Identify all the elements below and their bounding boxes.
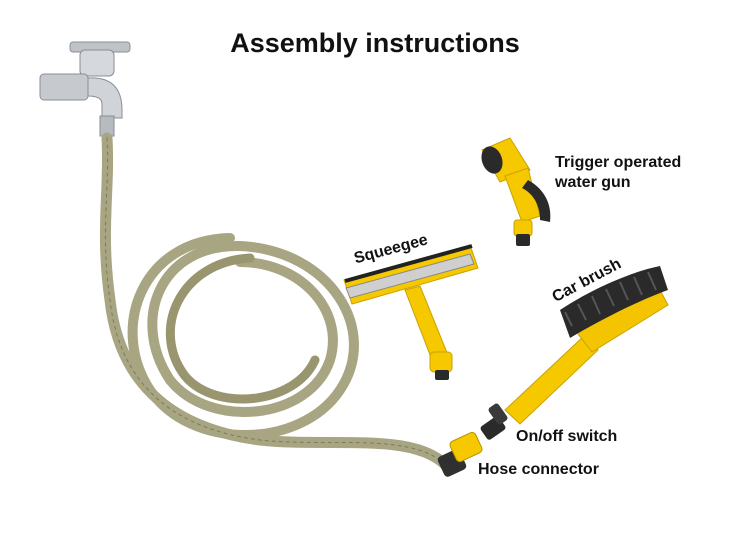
page-title: Assembly instructions <box>230 28 520 58</box>
hose-connector-icon <box>437 431 483 477</box>
onoff-switch-icon <box>480 403 508 440</box>
label-trigger-line-1: Trigger operated <box>555 154 682 171</box>
water-gun-icon <box>481 137 551 246</box>
squeegee-icon <box>343 244 479 380</box>
label-trigger-line-2: water gun <box>555 174 631 191</box>
faucet-icon <box>39 41 131 137</box>
hose-icon <box>99 132 456 476</box>
label-onoff-switch: On/off switch <box>516 428 618 445</box>
label-hose-connector: Hose connector <box>478 461 599 478</box>
car-brush-icon <box>504 266 669 425</box>
label-trigger-water-gun: Trigger operated water gun <box>555 153 681 193</box>
